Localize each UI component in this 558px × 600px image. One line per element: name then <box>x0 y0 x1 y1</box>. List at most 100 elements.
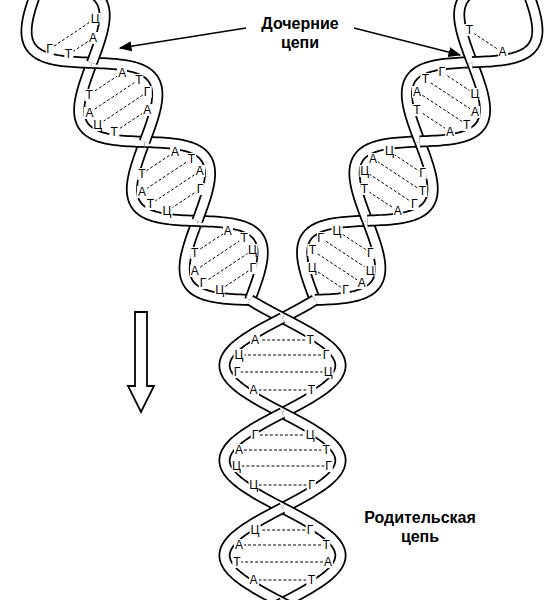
strand-outline <box>185 221 250 300</box>
strand-fill <box>225 318 283 413</box>
base-letter: Ц <box>307 262 318 274</box>
base-letter: А <box>445 126 455 138</box>
strand-outline <box>225 318 283 413</box>
strand-fill <box>420 62 485 141</box>
hydrogen-bond <box>255 435 310 436</box>
strand-outline <box>39 0 104 63</box>
strand-segment <box>197 221 262 300</box>
base-letter: Т <box>134 74 143 86</box>
base-letter: Г <box>196 183 205 195</box>
base-letter: Т <box>418 185 427 197</box>
base-letter: Т <box>137 168 146 180</box>
hydrogen-bond <box>236 466 328 467</box>
hydrogen-bond <box>425 79 475 112</box>
strand-fill <box>132 142 197 221</box>
base-letter: Г <box>418 167 427 179</box>
base-letter: Г <box>410 198 419 210</box>
strand-outline <box>407 62 472 141</box>
base-letter: Т <box>187 153 196 165</box>
base-letter: А <box>470 106 480 118</box>
strand-fill <box>282 318 340 413</box>
strand-outline <box>27 0 92 63</box>
base-letter: А <box>195 165 205 177</box>
strand-fill <box>472 0 537 62</box>
base-letter: Г <box>437 66 446 78</box>
base-letter: Ц <box>233 349 244 361</box>
base-letter: Ц <box>305 429 316 441</box>
base-letter: Т <box>321 444 330 456</box>
strand-label: Дочерние цепи <box>252 14 348 52</box>
strand-fill <box>282 508 340 600</box>
base-letter: Ц <box>247 244 258 256</box>
base-letter: Г <box>248 262 257 274</box>
hydrogen-bond <box>239 450 326 451</box>
strand-segment <box>407 62 472 141</box>
base-letter: Т <box>360 183 369 195</box>
strand-fill <box>282 413 340 508</box>
base-letter: Ц <box>332 225 343 237</box>
strand-outline <box>92 63 157 142</box>
strand-segment <box>92 63 157 142</box>
hydrogen-bond <box>417 92 467 125</box>
base-letter: А <box>190 265 200 277</box>
strand-outline <box>367 141 432 220</box>
strand-segment <box>315 221 380 300</box>
strand-label: Родительская цепь <box>352 508 488 546</box>
base-letter: Г <box>341 284 350 296</box>
base-letter: Т <box>421 73 430 85</box>
base-letter: А <box>234 539 244 551</box>
base-letter: Г <box>199 277 208 289</box>
base-letter: Т <box>462 119 471 131</box>
strand-segment <box>225 508 283 600</box>
strand-fill <box>27 0 92 63</box>
hydrogen-bond <box>195 238 244 271</box>
base-letter: Г <box>307 479 316 491</box>
hydrogen-bond <box>239 545 326 546</box>
hydrogen-bond <box>321 238 371 271</box>
strand-outline <box>145 142 210 221</box>
base-letter: А <box>412 86 422 98</box>
strand-segment <box>354 141 419 220</box>
base-letter: Ц <box>323 366 334 378</box>
strand-fill <box>79 63 144 142</box>
base-letter: Ц <box>92 119 103 131</box>
strand-fill <box>302 221 367 300</box>
base-letter: А <box>84 107 94 119</box>
strand-fill <box>225 508 283 600</box>
base-letter: Г <box>324 460 333 472</box>
base-letter: Т <box>85 89 94 101</box>
base-letter: А <box>249 574 259 586</box>
strand-outline <box>315 221 380 300</box>
strand-fill <box>367 141 432 220</box>
base-letter: Ц <box>90 13 101 25</box>
base-letter: А <box>250 334 260 346</box>
base-letter: Г <box>306 524 315 536</box>
hydrogen-bond <box>142 159 191 192</box>
pointer-arrow <box>354 28 460 55</box>
strand-fill <box>185 221 250 300</box>
strand-outline <box>472 0 537 62</box>
base-letter: Ц <box>384 145 395 157</box>
base-letter: Ц <box>469 88 480 100</box>
hydrogen-bond <box>254 390 312 391</box>
strand-segment <box>79 63 144 142</box>
hydrogen-bond <box>89 80 138 113</box>
base-letter: А <box>170 146 180 158</box>
base-letter: А <box>88 32 98 44</box>
strand-outline <box>354 141 419 220</box>
hydrogen-bond <box>254 485 312 486</box>
base-letter: Т <box>465 24 474 36</box>
base-letter: Т <box>240 232 249 244</box>
hydrogen-bond <box>312 250 362 283</box>
base-letter: Ц <box>214 284 225 296</box>
base-letter: А <box>249 384 259 396</box>
hydrogen-bond <box>203 250 252 283</box>
base-pair-bonds <box>40 12 511 580</box>
strand-outline <box>132 142 197 221</box>
strand-outline <box>225 508 283 600</box>
strand-fill <box>39 0 104 63</box>
hydrogen-bond <box>365 171 415 204</box>
pointer-arrow <box>120 28 246 48</box>
base-letter: Т <box>64 48 73 60</box>
